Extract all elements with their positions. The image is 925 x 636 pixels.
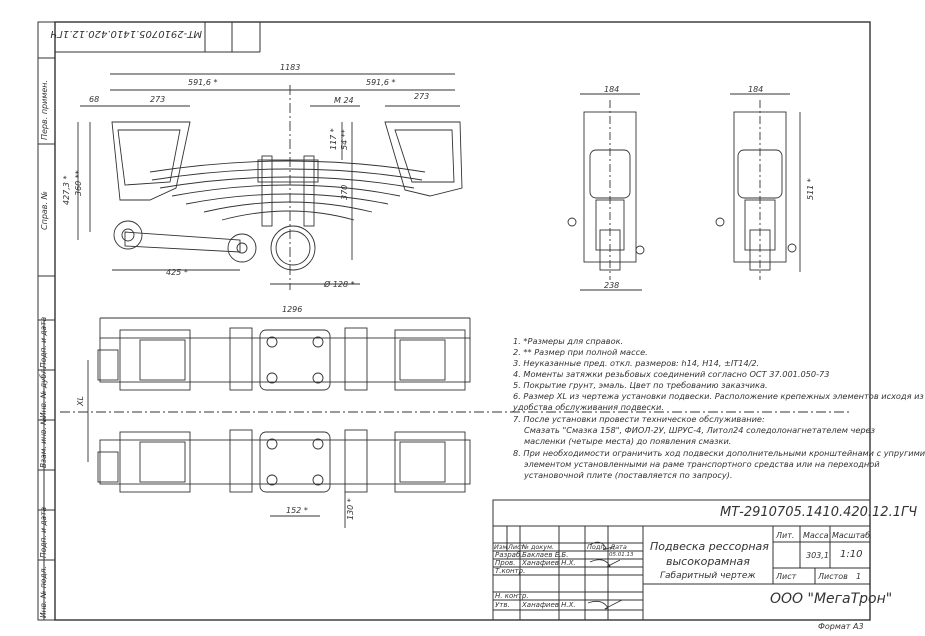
drawing-title-line1: Подвеска рессорная bbox=[650, 540, 769, 553]
tb-head-list: Лист bbox=[508, 543, 525, 551]
tb-role-ncontrol: Н. контр. bbox=[495, 592, 529, 600]
tb-name-developer: Баклаев Е.Б. bbox=[522, 551, 569, 559]
note-1: 1. *Размеры для справок. bbox=[513, 336, 624, 346]
dim-3604: 360 ** bbox=[74, 170, 83, 196]
dim-511: 511 * bbox=[806, 178, 815, 200]
dim-1296: 1296 bbox=[282, 305, 303, 314]
tb-role-tcontrol: Т.контр. bbox=[495, 567, 526, 575]
dim-xl: XL bbox=[76, 396, 85, 406]
front-views bbox=[567, 93, 801, 291]
side-label-ref-no: Справ. № bbox=[40, 191, 49, 230]
dim-5916-left: 591,6 * bbox=[188, 78, 218, 87]
tb-role-checker: Пров. bbox=[495, 559, 516, 567]
drawing-canvas bbox=[37, 21, 871, 621]
tb-scale-value: 1:10 bbox=[840, 549, 863, 560]
side-label-replace-inv: Взам. инв. № bbox=[39, 417, 48, 468]
tb-role-developer: Разраб. bbox=[495, 551, 523, 559]
dim-370: 370 bbox=[340, 184, 349, 200]
plan-views bbox=[60, 317, 850, 528]
tb-name-approved: Ханафиев Н.Х. bbox=[522, 601, 576, 609]
note-7-cont-1: Смазать "Смазка 158", ФИОЛ-2У, ШРУС-4, Л… bbox=[524, 425, 875, 435]
dim-54: 54 ** bbox=[340, 129, 349, 150]
dim-1183: 1183 bbox=[280, 63, 301, 72]
tb-date-developer: 05.01.13 bbox=[609, 552, 634, 558]
dim-238: 238 bbox=[604, 281, 620, 290]
side-label-inv-orig: Инв. № подл. bbox=[39, 566, 48, 618]
tb-scale-label: Масштаб bbox=[832, 531, 871, 540]
tb-role-approved: Утв. bbox=[495, 601, 510, 609]
note-6: 6. Размер XL из чертежа установки подвес… bbox=[513, 391, 924, 401]
drawing-code: МТ-2910705.1410.420.12.1ГЧ bbox=[720, 505, 918, 520]
side-view bbox=[77, 73, 463, 290]
note-4: 4. Моменты затяжки резьбовых соединений … bbox=[513, 369, 830, 379]
tb-sheets-label: Листов bbox=[818, 572, 848, 581]
note-5: 5. Покрытие грунт, эмаль. Цвет по требов… bbox=[513, 380, 768, 390]
note-7-cont-2: масленки (четыре места) до появления сма… bbox=[524, 436, 732, 446]
tb-head-izm: Изм bbox=[494, 543, 508, 551]
dim-m24: M 24 bbox=[334, 96, 354, 105]
dim-130: 130 * bbox=[346, 498, 355, 520]
drawing-doc-type: Габаритный чертеж bbox=[660, 571, 756, 581]
dim-5916-right: 591,6 * bbox=[366, 78, 396, 87]
note-3: 3. Неуказанные пред. откл. размеров: h14… bbox=[513, 358, 760, 368]
dim-68: 68 bbox=[89, 95, 100, 104]
dim-273-right: 273 bbox=[414, 92, 430, 101]
note-8-cont-2: установочной плите (поставляется по запр… bbox=[524, 470, 733, 480]
drawing-title-line2: высокорамная bbox=[666, 555, 750, 568]
note-7: 7. После установки провести техническое … bbox=[513, 414, 765, 424]
tb-sheets-value: 1 bbox=[856, 572, 862, 581]
tb-lit-label: Лит. bbox=[776, 531, 795, 540]
tb-mass-value: 303,1 bbox=[806, 551, 829, 560]
side-label-sign-date-1: Подп. и дата bbox=[39, 316, 48, 368]
dim-425: 425 * bbox=[166, 268, 188, 277]
tb-mass-label: Масса bbox=[803, 531, 829, 540]
dim-152: 152 * bbox=[286, 506, 308, 515]
note-8: 8. При необходимости ограничить ход подв… bbox=[513, 448, 925, 458]
side-label-first-use: Перв. примен. bbox=[40, 79, 49, 140]
side-label-sign-date-2: Подп. и дата bbox=[39, 506, 48, 558]
tb-head-date: Дата bbox=[610, 543, 627, 551]
drawing-code-rotated: МТ-2910705.1410.420.12.1ГЧ bbox=[50, 28, 202, 39]
dim-184-right: 184 bbox=[748, 85, 764, 94]
note-8-cont-1: элементом установленными на раме транспо… bbox=[524, 459, 880, 469]
side-label-inv-dup: Инв. № дубл. bbox=[39, 366, 48, 418]
title-block-lines bbox=[492, 499, 871, 621]
company-name: ООО "МегаТрон" bbox=[770, 591, 893, 607]
sheet-format: Формат A3 bbox=[818, 622, 864, 631]
dim-273-left: 273 bbox=[150, 95, 166, 104]
dim-4273: 427,3 * bbox=[62, 175, 71, 205]
dim-128: Ø 128 * bbox=[324, 280, 355, 289]
dim-184-left: 184 bbox=[604, 85, 620, 94]
tb-head-sign: Подп. bbox=[587, 543, 607, 551]
tb-head-doc: № докум. bbox=[522, 543, 555, 551]
tb-name-checker: Ханафиев Н.Х. bbox=[522, 559, 576, 567]
note-6-cont: удобства обслуживания подвески. bbox=[513, 402, 664, 412]
tb-sheet-label: Лист bbox=[776, 572, 797, 581]
note-2: 2. ** Размер при полной массе. bbox=[513, 347, 648, 357]
dim-117: 117 * bbox=[329, 128, 338, 150]
